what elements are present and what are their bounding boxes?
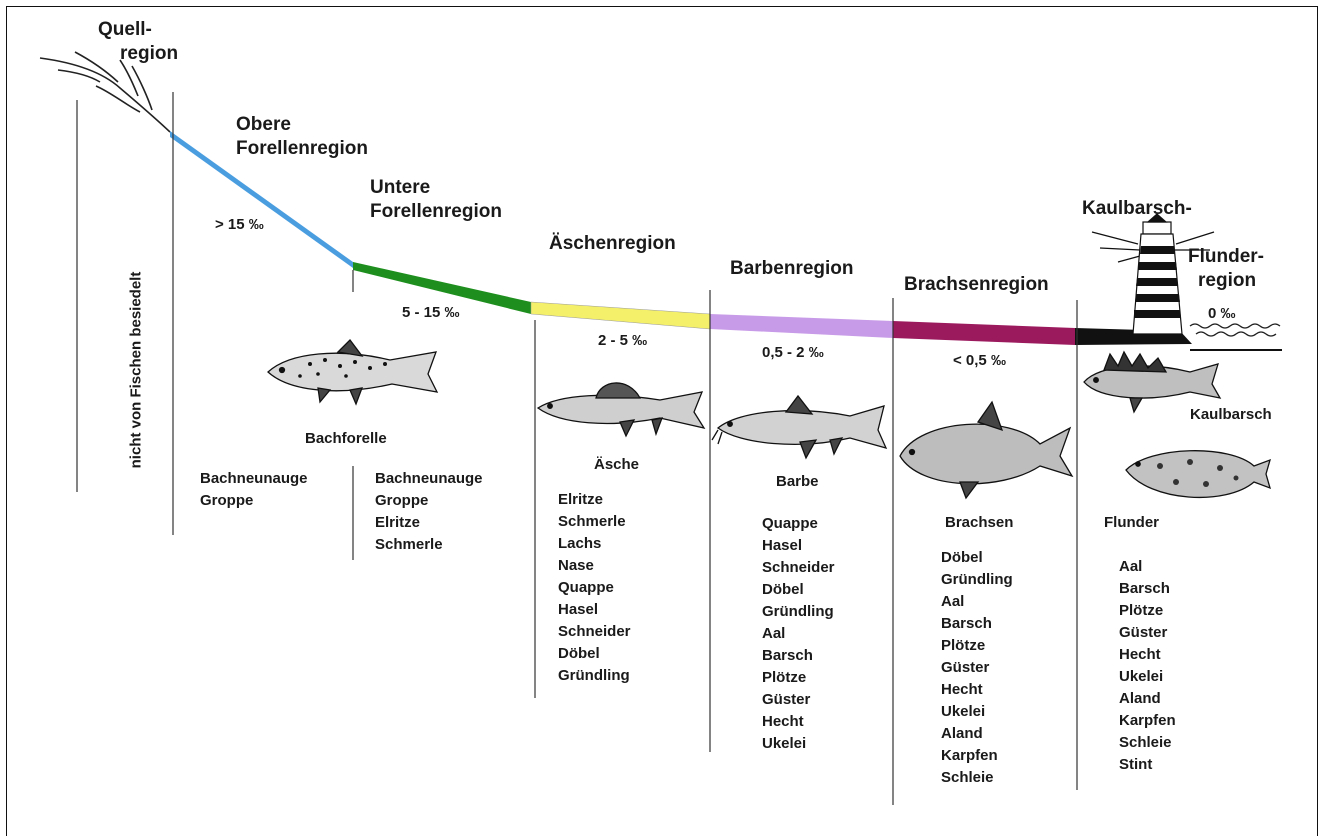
list-item: Güster [762, 689, 835, 711]
gradient-flunder: 0 ‰ [1208, 305, 1236, 322]
fish-name-flunder: Flunder [1104, 514, 1159, 531]
list-item: Barsch [762, 645, 835, 667]
list-item: Elritze [558, 489, 631, 511]
region-label-untere-line2: Forellenregion [370, 200, 502, 224]
list-item: Plötze [941, 635, 1013, 657]
list-item: Quappe [762, 513, 835, 535]
list-item: Nase [558, 555, 631, 577]
list-item: Güster [941, 657, 1013, 679]
list-item: Gründling [558, 665, 631, 687]
region-label-untere-line1: Untere [370, 176, 502, 200]
list-item: Stint [1119, 754, 1176, 776]
list-item: Elritze [375, 512, 483, 534]
fish-name-brachsen: Brachsen [945, 514, 1013, 531]
list-item: Schmerle [375, 534, 483, 556]
trout-icon [268, 340, 437, 404]
bream-icon [900, 402, 1072, 498]
region-label-obere-line2: Forellenregion [236, 137, 368, 161]
list-item: Döbel [558, 643, 631, 665]
list-item: Hecht [1119, 644, 1176, 666]
gradient-untere: 5 - 15 ‰ [402, 304, 460, 321]
list-item: Hasel [558, 599, 631, 621]
region-label-aeschenregion: Äschenregion [549, 232, 676, 256]
region-label-quell-line2: region [98, 42, 178, 66]
segment-aeschenregion [531, 302, 710, 329]
list-item: Aland [941, 723, 1013, 745]
fish-name-barbe: Barbe [776, 473, 819, 490]
region-label-barbenregion: Barbenregion [730, 257, 854, 281]
ruffe-icon [1084, 352, 1220, 412]
list-item: Groppe [375, 490, 483, 512]
list-item: Ukelei [1119, 666, 1176, 688]
gradient-brachsen: < 0,5 ‰ [953, 352, 1006, 369]
gradient-obere: > 15 ‰ [215, 216, 264, 233]
list-item: Döbel [941, 547, 1013, 569]
list-item: Aal [762, 623, 835, 645]
segment-barbenregion [710, 314, 893, 338]
list-item: Groppe [200, 490, 308, 512]
list-item: Hecht [762, 711, 835, 733]
list-item: Plötze [762, 667, 835, 689]
list-item: Karpfen [941, 745, 1013, 767]
list-item: Ukelei [941, 701, 1013, 723]
list-item: Schneider [762, 557, 835, 579]
region-label-quell-line1: Quell- [98, 18, 178, 42]
species-list-untere: Bachneunauge Groppe Elritze Schmerle [375, 468, 483, 556]
region-label-obere-line1: Obere [236, 113, 368, 137]
species-list-brachsen: Döbel Gründling Aal Barsch Plötze Güster… [941, 547, 1013, 789]
gradient-aeschen: 2 - 5 ‰ [598, 332, 647, 349]
list-item: Aal [1119, 556, 1176, 578]
gradient-barben: 0,5 - 2 ‰ [762, 344, 824, 361]
list-item: Gründling [762, 601, 835, 623]
list-item: Bachneunauge [200, 468, 308, 490]
list-item: Barsch [1119, 578, 1176, 600]
species-list-barben: Quappe Hasel Schneider Döbel Gründling A… [762, 513, 835, 755]
list-item: Döbel [762, 579, 835, 601]
list-item: Schleie [1119, 732, 1176, 754]
region-label-quell: Quell- region [98, 18, 178, 66]
list-item: Bachneunauge [375, 468, 483, 490]
barbel-icon [712, 396, 886, 458]
list-item: Hecht [941, 679, 1013, 701]
river-gradient-profile [170, 131, 1282, 350]
uninhabited-note-text: nicht von Fischen besiedelt [128, 272, 145, 469]
region-label-brachsenregion: Brachsenregion [904, 273, 1049, 297]
flounder-icon [1126, 451, 1270, 498]
fish-name-kaulbarsch: Kaulbarsch [1190, 406, 1272, 423]
list-item: Plötze [1119, 600, 1176, 622]
region-label-kaulbarsch: Kaulbarsch- [1082, 197, 1192, 221]
species-list-obere: Bachneunauge Groppe [200, 468, 308, 512]
grayling-icon [538, 383, 704, 436]
region-label-obere-forellenregion: Obere Forellenregion [236, 113, 368, 161]
list-item: Hasel [762, 535, 835, 557]
list-item: Quappe [558, 577, 631, 599]
list-item: Güster [1119, 622, 1176, 644]
list-item: Schleie [941, 767, 1013, 789]
region-label-flunder-line2: region [1188, 269, 1264, 293]
region-label-flunder-line1: Flunder- [1188, 245, 1264, 269]
region-label-untere-forellenregion: Untere Forellenregion [370, 176, 502, 224]
list-item: Schmerle [558, 511, 631, 533]
region-label-flunderregion: Flunder- region [1188, 245, 1264, 293]
list-item: Gründling [941, 569, 1013, 591]
list-item: Ukelei [762, 733, 835, 755]
list-item: Barsch [941, 613, 1013, 635]
species-list-flunder: Aal Barsch Plötze Güster Hecht Ukelei Al… [1119, 556, 1176, 776]
fish-name-aesche: Äsche [594, 456, 639, 473]
segment-brachsenregion [893, 321, 1075, 345]
list-item: Lachs [558, 533, 631, 555]
fish-name-bachforelle: Bachforelle [305, 430, 387, 447]
list-item: Karpfen [1119, 710, 1176, 732]
waves-icon [1190, 324, 1280, 336]
list-item: Schneider [558, 621, 631, 643]
list-item: Aland [1119, 688, 1176, 710]
species-list-aeschen: Elritze Schmerle Lachs Nase Quappe Hasel… [558, 489, 631, 687]
uninhabited-note: nicht von Fischen besiedelt [116, 230, 156, 510]
list-item: Aal [941, 591, 1013, 613]
